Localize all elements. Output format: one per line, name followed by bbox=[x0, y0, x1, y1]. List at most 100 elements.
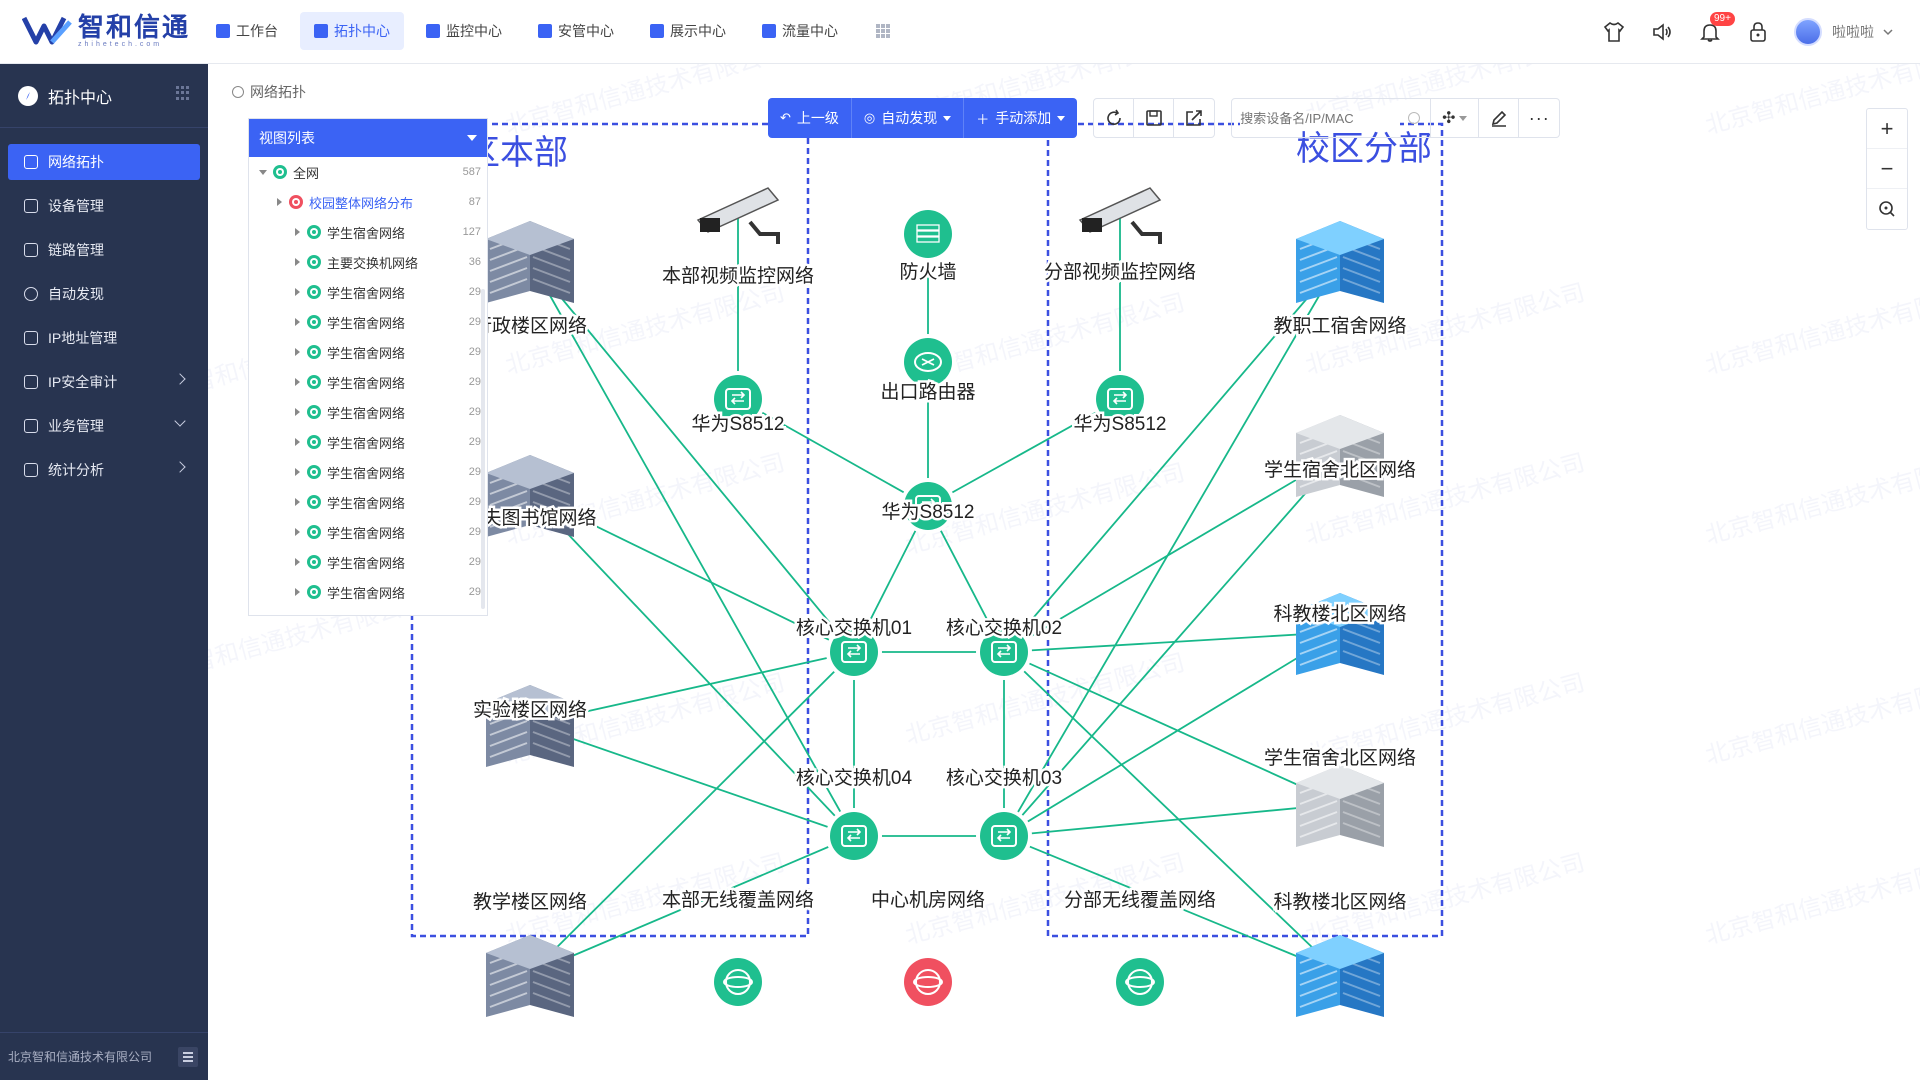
building-staff[interactable] bbox=[1296, 221, 1384, 303]
scrollbar[interactable] bbox=[481, 289, 485, 609]
sidebar-item-statistics[interactable]: 统计分析 bbox=[8, 452, 200, 488]
node-wifi_branch[interactable] bbox=[1112, 954, 1168, 1010]
node-core03[interactable] bbox=[976, 808, 1032, 864]
camera-cam_main[interactable] bbox=[696, 187, 780, 244]
building-teach[interactable] bbox=[486, 935, 574, 1017]
building-admin[interactable] bbox=[486, 221, 574, 303]
node-wifi_main[interactable] bbox=[710, 954, 766, 1010]
topology-link[interactable] bbox=[1003, 631, 1341, 653]
topology-link[interactable] bbox=[1003, 259, 1341, 837]
avatar[interactable] bbox=[1794, 18, 1822, 46]
building-dorm_n2[interactable] bbox=[1296, 765, 1384, 847]
bell-icon[interactable]: 99+ bbox=[1698, 12, 1735, 44]
save-button[interactable] bbox=[1134, 99, 1175, 137]
search-input[interactable] bbox=[1240, 110, 1401, 126]
sidebar-item-business[interactable]: 业务管理 bbox=[8, 408, 200, 444]
go-up-button[interactable]: ↶上一级 bbox=[768, 98, 852, 138]
auto-discover-button[interactable]: ◎自动发现 bbox=[852, 98, 965, 138]
node-core02[interactable] bbox=[976, 624, 1032, 680]
topology-link[interactable] bbox=[529, 651, 855, 725]
topology-link[interactable] bbox=[1003, 259, 1341, 653]
topology-link[interactable] bbox=[1003, 803, 1341, 837]
node-sw_right[interactable] bbox=[1092, 371, 1148, 427]
fit-view-button[interactable] bbox=[1867, 189, 1907, 229]
sidebar-item-link-management[interactable]: 链路管理 bbox=[8, 232, 200, 268]
collapse-sidebar-icon[interactable] bbox=[178, 1047, 198, 1067]
nav-security[interactable]: 安管中心 bbox=[524, 12, 628, 50]
topology-link[interactable] bbox=[853, 505, 929, 653]
node-dc[interactable] bbox=[900, 954, 956, 1010]
node-core01[interactable] bbox=[826, 624, 882, 680]
topology-link[interactable] bbox=[1003, 453, 1341, 653]
node-router[interactable] bbox=[900, 334, 956, 390]
sidebar-item-ip-audit[interactable]: IP安全审计 bbox=[8, 364, 200, 400]
building-lab[interactable] bbox=[486, 685, 574, 767]
topology-link[interactable] bbox=[529, 493, 855, 837]
topology-link[interactable] bbox=[927, 505, 1005, 653]
topology-link[interactable] bbox=[529, 835, 855, 975]
manual-add-button[interactable]: ＋手动添加 bbox=[964, 98, 1077, 138]
device-search[interactable] bbox=[1231, 98, 1432, 138]
building-dorm_n1[interactable] bbox=[1296, 415, 1384, 497]
user-name[interactable]: 啦啦啦 bbox=[1832, 24, 1874, 40]
camera-cam_branch[interactable] bbox=[1078, 187, 1162, 244]
building-sci_n1[interactable] bbox=[1296, 593, 1384, 675]
zoom-out-button[interactable]: − bbox=[1867, 149, 1907, 189]
chevron-down-icon[interactable] bbox=[1882, 26, 1894, 38]
building-sci_n2[interactable] bbox=[1296, 935, 1384, 1017]
speaker-icon[interactable] bbox=[1650, 20, 1674, 44]
topology-link[interactable] bbox=[1003, 631, 1341, 837]
node-sw_left[interactable] bbox=[710, 371, 766, 427]
nav-workbench[interactable]: 工作台 bbox=[202, 12, 292, 50]
topology-link[interactable] bbox=[927, 398, 1121, 507]
refresh-button[interactable] bbox=[1094, 99, 1135, 137]
topology-link[interactable] bbox=[529, 259, 855, 653]
topology-link[interactable] bbox=[529, 723, 855, 837]
sidebar-item-ip-management[interactable]: IP地址管理 bbox=[8, 320, 200, 356]
sidebar-item-device-management[interactable]: 设备管理 bbox=[8, 188, 200, 224]
export-button[interactable] bbox=[1174, 99, 1214, 137]
zoom-in-button[interactable]: + bbox=[1867, 109, 1907, 149]
nav-traffic[interactable]: 流量中心 bbox=[748, 12, 852, 50]
logo[interactable]: 智和信通 zhihetech.com bbox=[22, 12, 190, 48]
node-firewall[interactable] bbox=[900, 206, 956, 262]
more-button[interactable]: ··· bbox=[1519, 99, 1559, 137]
shirt-icon[interactable] bbox=[1602, 20, 1626, 44]
node-sw_center[interactable] bbox=[900, 478, 956, 534]
topology-link[interactable] bbox=[1003, 835, 1341, 975]
topology-link[interactable] bbox=[1003, 453, 1341, 837]
topology-link[interactable] bbox=[1003, 651, 1341, 975]
topology-link[interactable] bbox=[1003, 651, 1341, 805]
building-library[interactable] bbox=[486, 455, 574, 537]
topology-link[interactable] bbox=[529, 493, 855, 653]
grid-menu-icon[interactable] bbox=[176, 86, 190, 100]
apps-grid-icon[interactable] bbox=[876, 24, 890, 38]
topology-link[interactable] bbox=[737, 398, 929, 507]
node-core04[interactable] bbox=[826, 808, 882, 864]
edit-button[interactable] bbox=[1479, 99, 1520, 137]
sidebar-item-auto-discovery[interactable]: 自动发现 bbox=[8, 276, 200, 312]
topology-link[interactable] bbox=[529, 651, 855, 975]
nav-display[interactable]: 展示中心 bbox=[636, 12, 740, 50]
nav-monitor[interactable]: 监控中心 bbox=[412, 12, 516, 50]
layout-button[interactable]: ✣ bbox=[1431, 99, 1480, 137]
lock-icon[interactable] bbox=[1746, 20, 1770, 44]
nav-topology[interactable]: 拓扑中心 bbox=[300, 12, 404, 50]
topology-link[interactable] bbox=[529, 259, 855, 837]
view-list-dropdown[interactable]: 视图列表 bbox=[249, 119, 487, 157]
